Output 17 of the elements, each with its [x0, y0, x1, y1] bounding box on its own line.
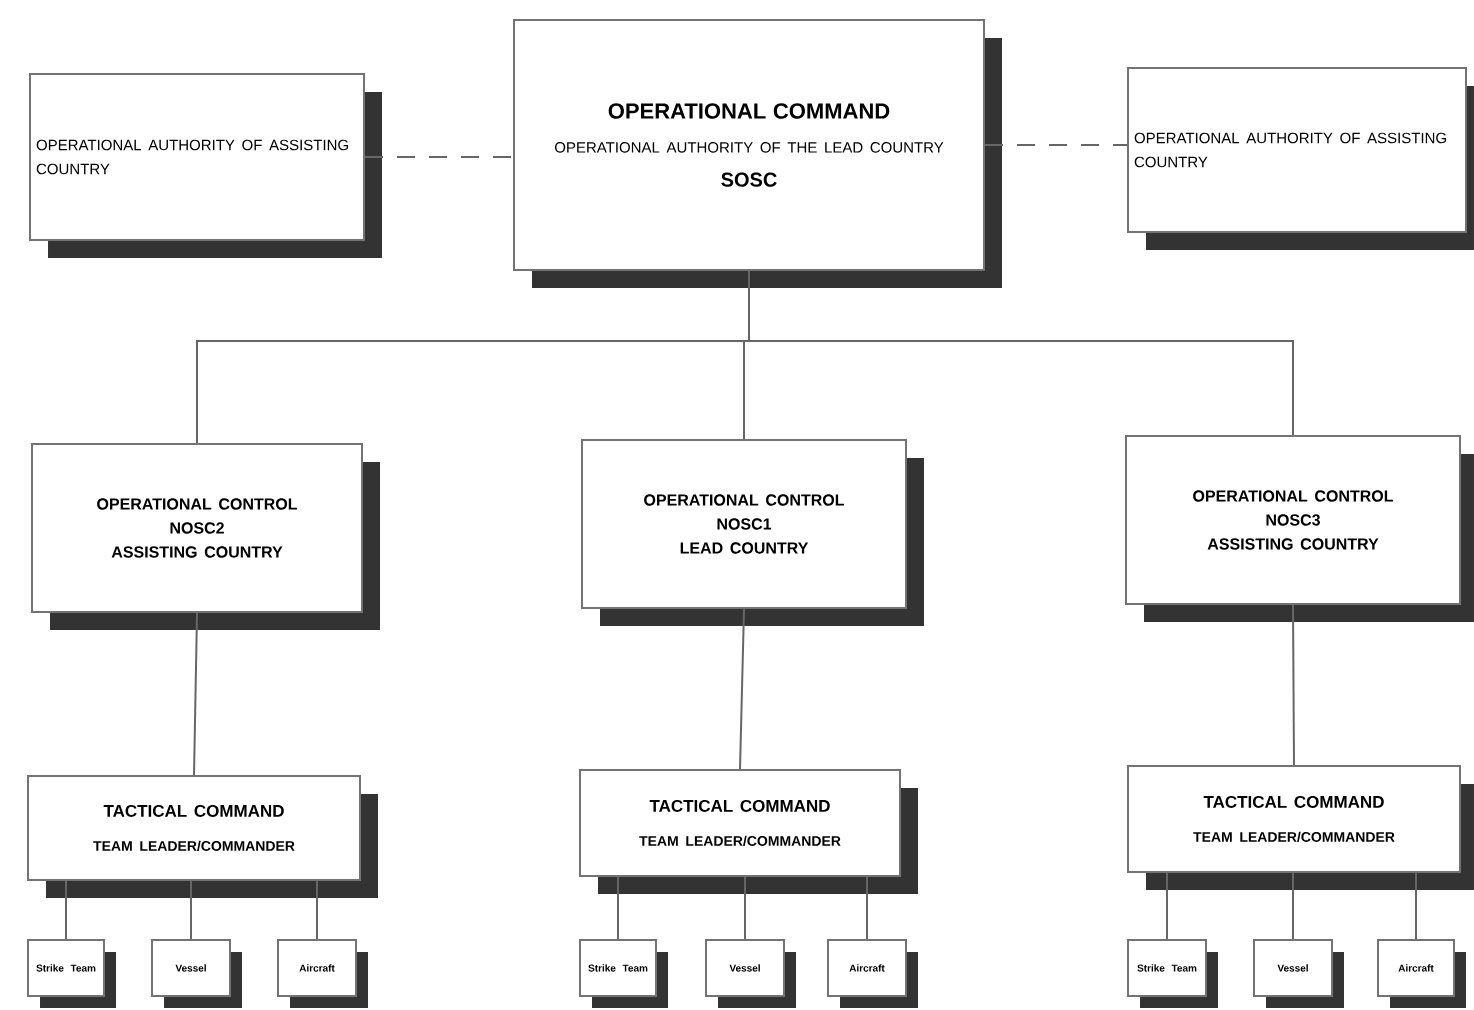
connector-line	[193, 612, 198, 776]
connector-line	[1166, 872, 1168, 940]
connector-line	[1292, 872, 1294, 940]
connector-line	[1292, 604, 1295, 766]
connector-line	[364, 156, 514, 158]
connector-line	[744, 876, 746, 940]
control-box: OPERATIONAL CONTROL NOSC3 ASSISTING COUNTRY	[1125, 435, 1474, 622]
connector-line	[617, 876, 619, 940]
connector-line	[190, 880, 192, 940]
control-box: OPERATIONAL CONTROL NOSC1 LEAD COUNTRY	[581, 439, 924, 626]
control-box: OPERATIONAL CONTROL NOSC2 ASSISTING COUNTRY	[31, 443, 380, 630]
connector-line	[1415, 872, 1417, 940]
connector-line	[316, 880, 318, 940]
connector-line	[984, 144, 1128, 146]
connector-line	[866, 876, 868, 940]
connector-line	[65, 880, 67, 940]
connector-line	[739, 608, 745, 770]
